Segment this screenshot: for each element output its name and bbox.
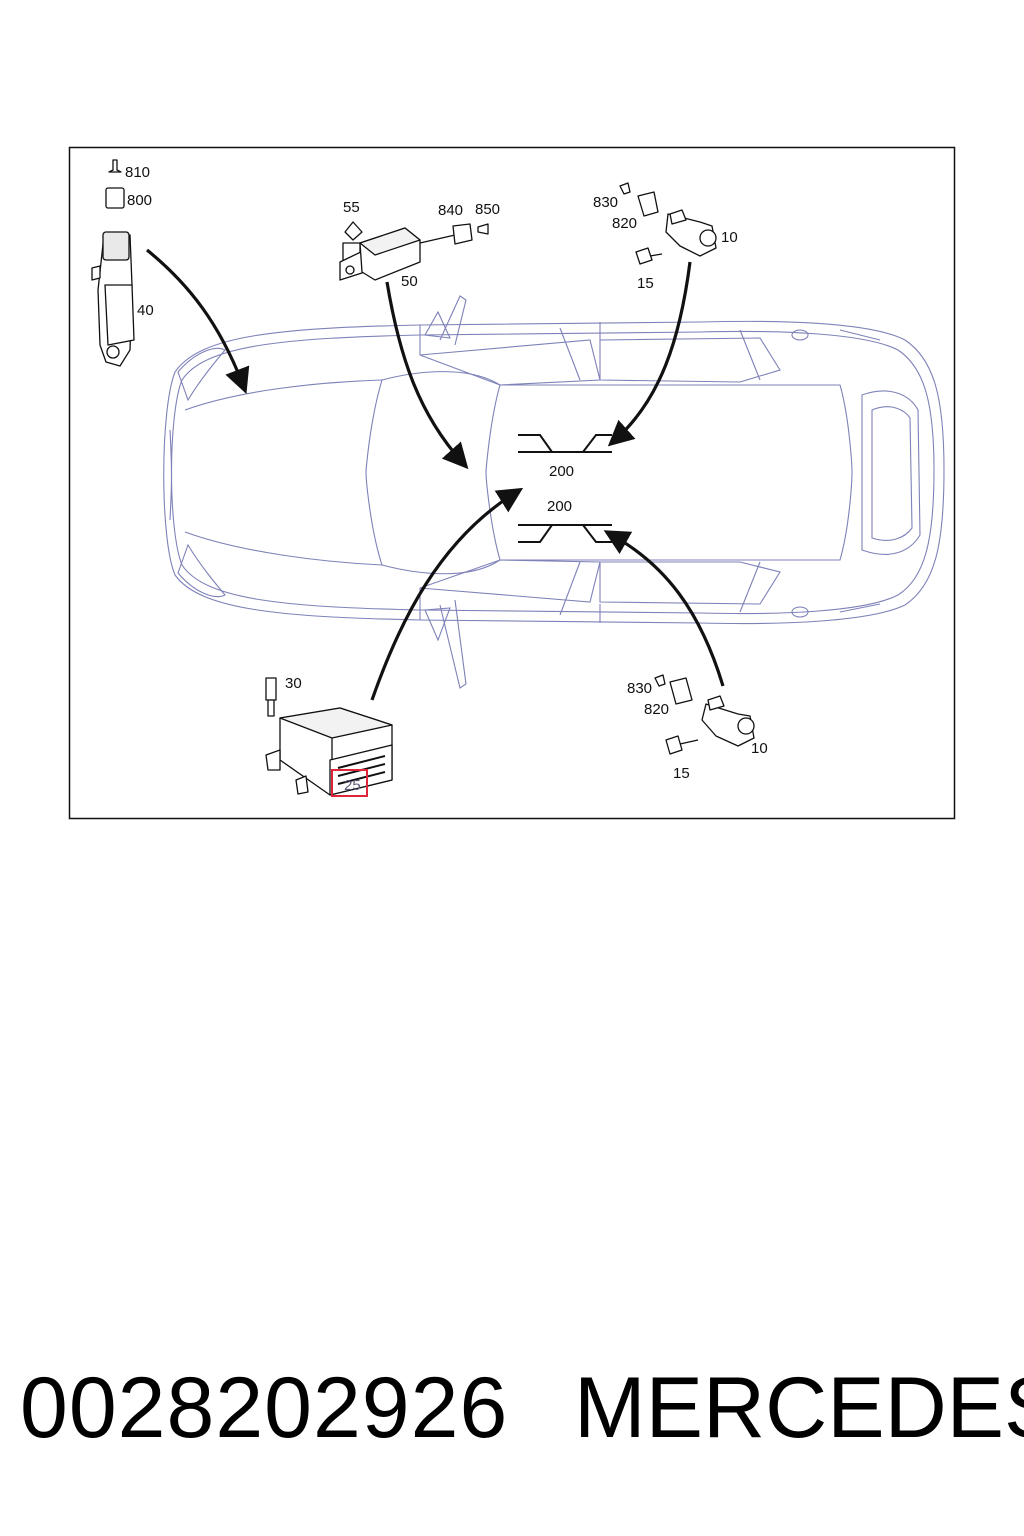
arrow-25-to-center	[370, 487, 524, 701]
parts-diagram: 810 800 40 55 840 850 50 830 820 10 15 2…	[68, 146, 956, 820]
label-50: 50	[401, 273, 418, 290]
part-number: 0028202926	[20, 1360, 509, 1456]
label-830-top: 830	[593, 194, 618, 211]
label-830-bottom: 830	[627, 680, 652, 697]
label-10-top: 10	[721, 229, 738, 246]
car-body-outline	[163, 295, 945, 689]
label-850: 850	[475, 201, 500, 218]
label-810: 810	[125, 164, 150, 181]
highlight-box-25	[331, 769, 368, 797]
label-30: 30	[285, 675, 302, 692]
label-200-bottom: 200	[547, 498, 572, 515]
arrow-10-top-to-200	[607, 261, 692, 447]
symbol-200-bottom	[518, 524, 612, 543]
part-50-module	[339, 221, 489, 281]
label-15-bottom: 15	[673, 765, 690, 782]
diagram-frame	[68, 146, 956, 820]
arrow-40-to-front	[145, 248, 250, 394]
part-10-sensor-top	[619, 182, 717, 265]
label-25: 25	[344, 777, 361, 794]
label-820-bottom: 820	[644, 701, 669, 718]
part-25-control-unit	[265, 677, 393, 796]
part-10-sensor-bottom	[654, 674, 755, 755]
label-15-top: 15	[637, 275, 654, 292]
brand-name: MERCEDES	[574, 1360, 1024, 1456]
label-820-top: 820	[612, 215, 637, 232]
arrow-10-bottom-to-200	[603, 530, 725, 687]
symbol-200-top	[518, 434, 612, 453]
label-800: 800	[127, 192, 152, 209]
label-840: 840	[438, 202, 463, 219]
label-40: 40	[137, 302, 154, 319]
label-55: 55	[343, 199, 360, 216]
label-200-top: 200	[549, 463, 574, 480]
arrow-50-to-center	[385, 281, 469, 470]
part-40-front-sensor	[91, 159, 135, 367]
label-10-bottom: 10	[751, 740, 768, 757]
